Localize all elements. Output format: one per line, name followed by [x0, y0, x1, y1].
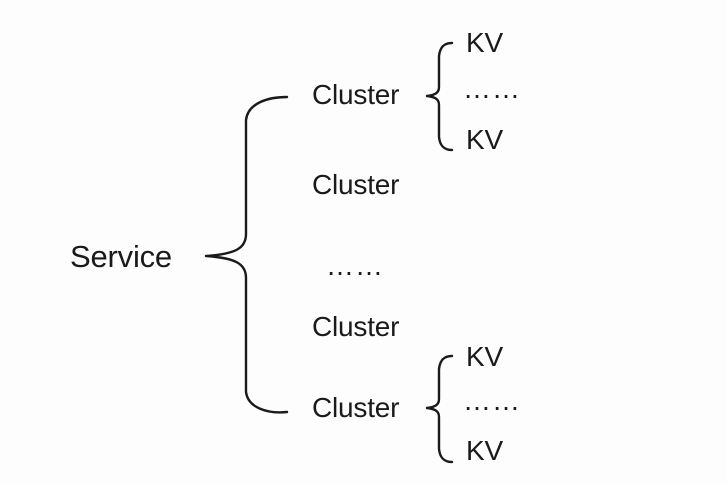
node-kv-cluster1-last[interactable]: KV	[466, 124, 503, 155]
node-kv-cluster1-first[interactable]: KV	[466, 27, 503, 58]
node-cluster-2[interactable]: Cluster	[312, 169, 400, 200]
cluster-1-brace	[425, 41, 454, 152]
cluster-list-ellipsis: ……	[326, 250, 384, 281]
node-kv-cluster4-first[interactable]: KV	[466, 341, 503, 372]
service-brace	[204, 95, 289, 414]
node-kv-cluster4-last[interactable]: KV	[466, 435, 503, 466]
kv-cluster1-ellipsis: ……	[463, 73, 521, 104]
node-cluster-1[interactable]: Cluster	[312, 79, 400, 110]
kv-cluster4-ellipsis: ……	[463, 385, 521, 416]
node-cluster-3[interactable]: Cluster	[312, 311, 400, 342]
cluster-4-brace	[425, 354, 454, 464]
node-cluster-4[interactable]: Cluster	[312, 392, 400, 423]
node-service[interactable]: Service	[70, 239, 172, 274]
